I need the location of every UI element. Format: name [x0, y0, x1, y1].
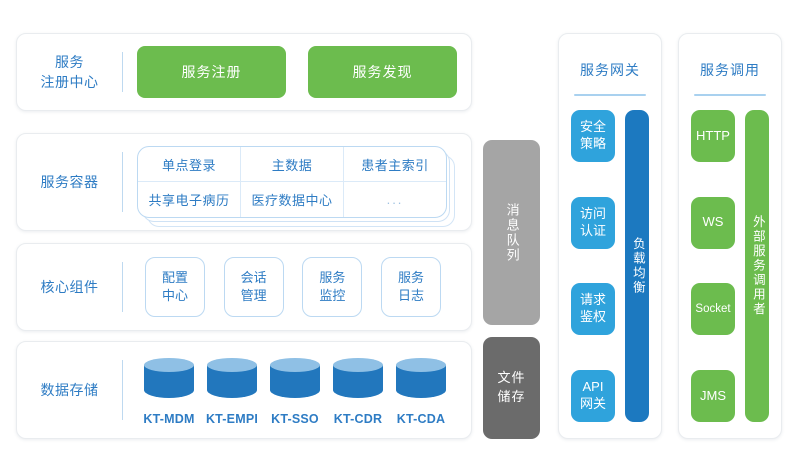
core-box-service-monitoring[interactable]: 服务监控	[302, 257, 363, 317]
load-balancer-bar[interactable]: 负载均衡	[625, 110, 649, 422]
message-queue-column[interactable]: 消息队列	[483, 140, 540, 325]
service-item-sso[interactable]: 单点登录	[138, 147, 241, 182]
service-item-shared-emr[interactable]: 共享电子病历	[138, 182, 241, 217]
service-row: 单点登录 主数据 患者主索引	[138, 147, 446, 182]
database-cylinder-icon	[396, 358, 446, 404]
message-queue-label: 消息队列	[504, 202, 520, 263]
invocation-chip-jms[interactable]: JMS	[691, 369, 735, 422]
service-container-row: 服务容器 单点登录 主数据 患者主索引 共享电子病历 医疗数据中心	[16, 133, 472, 231]
database-item[interactable]: KT-CDR	[330, 358, 386, 426]
core-box-session-management[interactable]: 会话管理	[223, 257, 284, 317]
invocation-title: 服务调用	[700, 62, 760, 78]
service-discovery-button[interactable]: 服务发现	[308, 46, 457, 98]
row-label-service-registry: 服务注册中心	[40, 53, 99, 90]
database-label: KT-MDM	[143, 412, 195, 426]
invocation-chip-http[interactable]: HTTP	[691, 110, 735, 162]
invocation-chip-column: HTTP WS Socket JMS	[691, 110, 735, 422]
database-cylinder-icon	[207, 358, 257, 404]
row-label-data-storage: 数据存储	[40, 381, 99, 398]
service-list-card: 单点登录 主数据 患者主索引 共享电子病历 医疗数据中心 ...	[137, 146, 455, 227]
service-item-master-data[interactable]: 主数据	[241, 147, 344, 182]
invocation-chip-socket[interactable]: Socket	[691, 283, 735, 336]
gateway-chip-access-auth[interactable]: 访问认证	[571, 196, 615, 249]
gateway-chip-security-policy[interactable]: 安全策略	[571, 110, 615, 162]
service-invocation-panel: 服务调用 HTTP WS Socket JMS 外部服务调用者	[678, 33, 782, 439]
load-balancer-label: 负载均衡	[630, 237, 645, 295]
database-label: KT-CDR	[333, 412, 383, 426]
database-cylinder-icon	[333, 358, 383, 404]
service-item-medical-data-center[interactable]: 医疗数据中心	[241, 182, 344, 217]
row-divider	[122, 262, 123, 312]
row-label-service-container: 服务容器	[40, 173, 99, 190]
row-label-core-components: 核心组件	[40, 278, 99, 295]
service-register-button[interactable]: 服务注册	[137, 46, 286, 98]
file-storage-label: 文件储存	[497, 370, 526, 404]
core-box-service-log[interactable]: 服务日志	[381, 257, 442, 317]
database-label: KT-SSO	[271, 412, 319, 426]
file-storage-column[interactable]: 文件储存	[483, 337, 540, 439]
service-item-empi[interactable]: 患者主索引	[344, 147, 446, 182]
data-storage-row: 数据存储 KT-MDM KT-EMPI	[16, 341, 472, 439]
title-divider	[574, 94, 646, 96]
database-item[interactable]: KT-MDM	[141, 358, 197, 426]
external-consumer-label: 外部服务调用者	[750, 215, 765, 317]
database-item[interactable]: KT-CDA	[393, 358, 449, 426]
service-registry-row: 服务注册中心 服务注册 服务发现	[16, 33, 472, 111]
invocation-chip-ws[interactable]: WS	[691, 196, 735, 249]
database-item[interactable]: KT-SSO	[267, 358, 323, 426]
database-item[interactable]: KT-EMPI	[204, 358, 260, 426]
gateway-title: 服务网关	[580, 62, 640, 78]
database-label: KT-CDA	[396, 412, 446, 426]
row-divider	[122, 360, 123, 420]
row-divider	[122, 52, 123, 92]
service-item-more[interactable]: ...	[386, 192, 404, 207]
title-divider	[694, 94, 766, 96]
external-consumer-bar[interactable]: 外部服务调用者	[745, 110, 769, 422]
core-components-row: 核心组件 配置中心 会话管理 服务监控 服务日志	[16, 243, 472, 331]
database-cylinder-icon	[270, 358, 320, 404]
core-box-config-center[interactable]: 配置中心	[145, 257, 205, 317]
database-cylinder-icon	[144, 358, 194, 404]
database-label: KT-EMPI	[205, 412, 259, 426]
gateway-chip-request-authz[interactable]: 请求鉴权	[571, 283, 615, 336]
row-divider	[122, 152, 123, 212]
service-row: 共享电子病历 医疗数据中心 ...	[138, 182, 446, 217]
